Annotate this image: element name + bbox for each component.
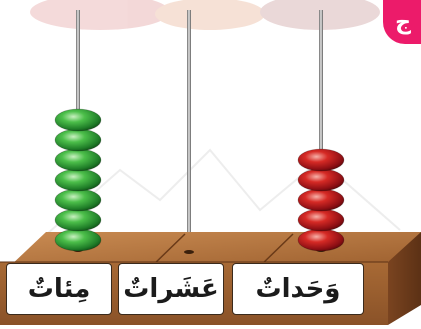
label-hundreds: مِئاتٌ <box>6 263 112 315</box>
label-tens: عَشَراتٌ <box>118 263 224 315</box>
label-units: وَحَداتٌ <box>232 263 364 315</box>
green-bead <box>55 209 101 231</box>
green-bead <box>55 169 101 191</box>
red-bead <box>298 189 344 211</box>
green-bead <box>55 229 101 251</box>
green-bead <box>55 189 101 211</box>
beads-units <box>298 149 344 251</box>
section-badge: ج <box>383 0 421 44</box>
green-bead <box>55 109 101 131</box>
red-bead <box>298 209 344 231</box>
green-bead <box>55 129 101 151</box>
red-bead <box>298 229 344 251</box>
rod-tens <box>187 10 191 255</box>
green-bead <box>55 149 101 171</box>
red-bead <box>298 169 344 191</box>
beads-hundreds <box>55 109 101 251</box>
red-bead <box>298 149 344 171</box>
